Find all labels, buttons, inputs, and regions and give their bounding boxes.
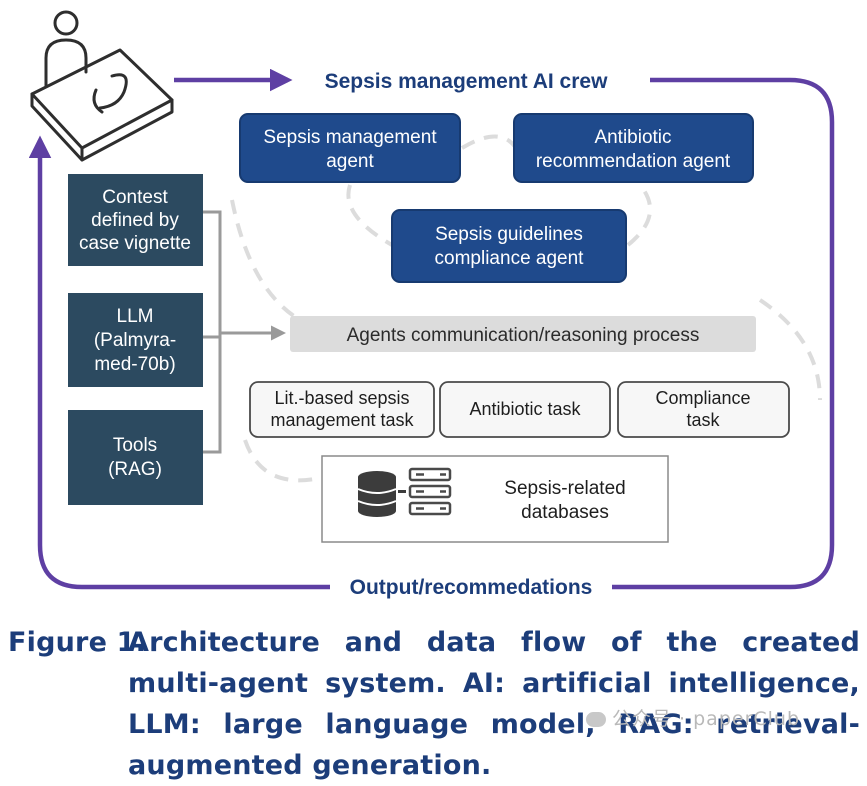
agent-sepsis-management: Sepsis management agent <box>239 113 461 183</box>
agent-sepsis-management-line2: agent <box>326 151 374 172</box>
input-context-line1: Contest <box>102 187 168 208</box>
task-literature-sepsis: Lit.-based sepsis management task <box>249 381 435 438</box>
task-antibiotic: Antibiotic task <box>439 381 611 438</box>
agents-process-bar: Agents communication/reasoning process <box>290 316 756 352</box>
input-bracket-connector <box>203 210 286 454</box>
task-literature-line1: Lit.-based sepsis <box>274 388 409 408</box>
caption-label: Figure 1. <box>8 627 147 658</box>
architecture-diagram: Sepsis management AI crew Contest define… <box>28 10 835 599</box>
agent-sepsis-management-line1: Sepsis management <box>263 127 437 148</box>
process-label: Agents communication/reasoning process <box>347 325 700 346</box>
server-rack-icon <box>408 467 452 516</box>
input-llm-line2: (Palmyra- <box>94 330 176 351</box>
output-label: Output/recommedations <box>350 576 593 599</box>
agent-antibiotic-line2: recommendation agent <box>536 151 731 172</box>
watermark: 公众号 · paperClub <box>586 704 800 731</box>
agent-compliance-line2: compliance agent <box>435 248 585 269</box>
task-literature-line2: management task <box>270 410 414 430</box>
diagram-title: Sepsis management AI crew <box>325 70 608 93</box>
agent-compliance-line1: Sepsis guidelines <box>435 224 583 245</box>
database-icon <box>357 471 406 517</box>
input-context-line3: case vignette <box>79 233 191 254</box>
wechat-icon <box>586 712 606 727</box>
input-llm-line3: med-70b) <box>94 354 175 375</box>
return-flow-line <box>28 135 330 590</box>
input-context-box: Contest defined by case vignette <box>68 174 203 266</box>
input-context-line2: defined by <box>91 210 179 231</box>
task-compliance: Compliance task <box>617 381 790 438</box>
agent-guidelines-compliance: Sepsis guidelines compliance agent <box>391 209 627 283</box>
watermark-text: 公众号 · paperClub <box>612 708 801 730</box>
output-flow-line <box>612 77 835 590</box>
agent-dashed-links <box>230 134 822 483</box>
input-tools-line2: (RAG) <box>108 459 162 480</box>
input-llm-box: LLM (Palmyra- med-70b) <box>68 293 203 387</box>
databases-line2: databases <box>521 502 609 523</box>
agent-antibiotic-recommendation: Antibiotic recommendation agent <box>513 113 754 183</box>
patient-bed-icon <box>30 10 174 162</box>
task-compliance-line1: Compliance <box>655 388 750 408</box>
task-antibiotic-line1: Antibiotic task <box>469 399 581 419</box>
input-llm-line1: LLM <box>117 306 154 327</box>
agent-antibiotic-line1: Antibiotic <box>594 127 671 148</box>
input-tools-line1: Tools <box>113 435 157 456</box>
databases-box: Sepsis-related databases <box>321 455 669 543</box>
databases-line1: Sepsis-related <box>504 478 625 499</box>
input-tools-box: Tools (RAG) <box>68 410 203 505</box>
task-compliance-line2: task <box>686 410 720 430</box>
